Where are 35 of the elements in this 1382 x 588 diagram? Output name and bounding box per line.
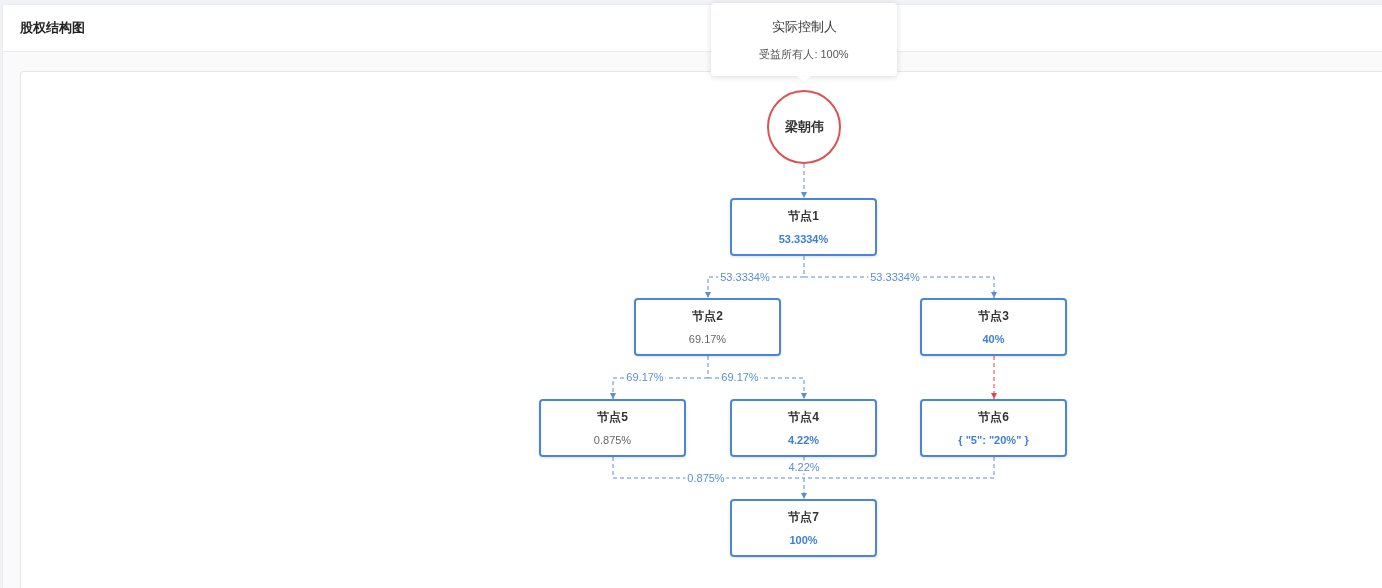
entity-box xyxy=(730,499,877,557)
edge-label: 53.3334% xyxy=(868,270,922,284)
node-title: 节点5 xyxy=(597,409,628,425)
node-value: 53.3334% xyxy=(778,231,829,246)
person-name: 梁朝伟 xyxy=(784,119,824,135)
node-title: 节点1 xyxy=(788,208,819,224)
edge-label: 69.17% xyxy=(719,370,761,384)
entity-box xyxy=(730,198,877,256)
node-value: 40% xyxy=(982,331,1005,346)
dashed-arrow xyxy=(991,355,997,400)
node-title: 节点3 xyxy=(978,308,1009,324)
edge-label: 4.22% xyxy=(786,460,822,474)
node-value: 0.875% xyxy=(593,432,632,447)
edge-label: 0.875% xyxy=(685,471,727,485)
edge-label: 53.3334% xyxy=(718,270,772,284)
card-title: 股权结构图 xyxy=(20,19,85,38)
entity-box xyxy=(539,399,686,457)
node-value: 100% xyxy=(789,532,818,547)
node-value: 69.17% xyxy=(688,331,727,346)
edge-label: 69.17% xyxy=(624,370,666,384)
entity-box xyxy=(730,399,877,457)
entity-box xyxy=(920,298,1067,356)
entity-box xyxy=(920,399,1067,457)
tooltip-text: 受益所有人: 100% xyxy=(759,46,849,61)
dashed-arrow xyxy=(801,477,807,500)
dashed-arrow xyxy=(801,163,807,199)
node-title: 节点7 xyxy=(788,509,819,525)
node-value: { "5": "20%" } xyxy=(958,432,1029,447)
node-value: 4.22% xyxy=(787,432,820,447)
node-title: 节点2 xyxy=(692,308,723,324)
entity-box xyxy=(634,298,781,356)
tooltip-box xyxy=(711,3,897,76)
node-title: 节点4 xyxy=(788,409,819,425)
tooltip-title: 实际控制人 xyxy=(771,18,837,35)
node-title: 节点6 xyxy=(978,409,1009,425)
